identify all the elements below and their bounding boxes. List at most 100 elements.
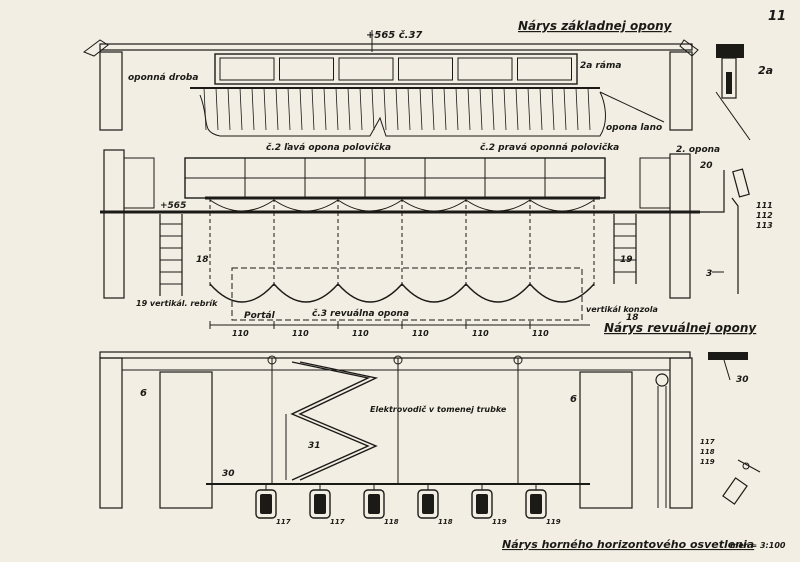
- portal-outline: [231, 267, 583, 321]
- left-ladder: [159, 214, 183, 296]
- pleat-line: [563, 87, 567, 131]
- pleat-line: [539, 87, 543, 131]
- right-roof-bracket: [679, 39, 699, 57]
- label-19-right: 19: [620, 255, 633, 265]
- lamp-label: 119: [546, 518, 561, 526]
- rope-label: opona lano: [606, 123, 662, 133]
- frame-panel: [219, 57, 275, 81]
- upper-swag: [337, 199, 403, 212]
- detail-20-block: [732, 168, 750, 198]
- pipe-frame-dividers: [244, 158, 546, 198]
- frame-label: 2a ráma: [580, 61, 621, 71]
- upper-swag: [529, 199, 595, 212]
- hanger-pulley: [393, 355, 403, 365]
- frame-panels: [219, 57, 572, 81]
- label-6-left: 6: [140, 388, 147, 399]
- section-top: +565 č.37 Nárys základnej opony oponná d…: [82, 19, 773, 141]
- label-18-left: 18: [196, 255, 209, 265]
- height-mark: +565 č.37: [366, 29, 422, 41]
- revue-curtain-label: č.3 revuálna opona: [312, 308, 409, 319]
- lower-swag: [465, 283, 531, 303]
- pleat-line: [335, 87, 339, 131]
- left-wall: [99, 357, 123, 509]
- left-wall: [103, 149, 125, 299]
- lower-swag: [529, 283, 595, 303]
- detail-20-label: 20: [700, 161, 713, 171]
- detail-core: [726, 72, 732, 94]
- dimension-value: 110: [352, 329, 369, 338]
- curtain-frame: [214, 53, 578, 85]
- label-30-right: 30: [736, 375, 749, 385]
- right-ladder: [613, 214, 637, 284]
- pleat-line: [395, 87, 399, 131]
- frame-panel: [398, 57, 453, 81]
- pleat-line: [431, 87, 435, 131]
- left-gallery: [123, 157, 155, 209]
- pleat-line: [575, 87, 579, 131]
- mid-height-mark: +565: [160, 201, 186, 211]
- detail-20-rail: [700, 170, 725, 213]
- pleat-line: [515, 87, 519, 131]
- frame-panel: [517, 57, 572, 81]
- left-flat: [159, 371, 213, 509]
- pleat-line: [587, 87, 591, 131]
- pleat-line: [383, 87, 387, 131]
- label-18-right: 18: [626, 313, 639, 323]
- curtain-rope: [599, 91, 665, 123]
- main-curtain-label: 2. opona: [676, 145, 720, 155]
- curtain-hem: [199, 91, 606, 137]
- right-gallery: [639, 157, 671, 209]
- detail-20: 20 3 111 112 113: [700, 161, 773, 294]
- pleat-line: [407, 87, 411, 131]
- detail-hanger: [723, 359, 731, 381]
- scale-label: mer = 3:100: [730, 541, 786, 550]
- upper-swag: [273, 199, 339, 212]
- detail-117-label: 117: [700, 438, 715, 446]
- cable-label: Elektrovodič v tomenej trubke: [370, 404, 507, 414]
- batten-hangers: [267, 355, 523, 484]
- pleat-line: [215, 87, 219, 131]
- right-wall: [669, 357, 693, 509]
- pleat-line: [227, 87, 231, 131]
- counterweight-detail: [655, 352, 761, 508]
- lamp-lens: [260, 494, 272, 514]
- label-31: 31: [308, 441, 321, 451]
- ceiling-beam: [99, 351, 691, 359]
- detail-2a: 2a: [715, 44, 773, 141]
- right-wall: [669, 153, 691, 299]
- pleat-line: [551, 87, 555, 131]
- lamp-lens: [368, 494, 380, 514]
- lamp-lens: [530, 494, 542, 514]
- left-ladder-label: 19 vertikál. rebrík: [136, 299, 218, 308]
- lamp-label: 119: [492, 518, 507, 526]
- upper-swag: [401, 199, 467, 212]
- lamp-label: 117: [276, 518, 291, 526]
- pleat-line: [503, 87, 507, 131]
- right-flat: [579, 371, 633, 509]
- upper-swag: [209, 199, 275, 212]
- lamp-body: [471, 489, 493, 519]
- detail-119-label: 119: [700, 458, 715, 466]
- detail-113-label: 113: [756, 221, 773, 230]
- revue-curtain-swags: [209, 199, 595, 303]
- pleat-line: [455, 87, 459, 131]
- cable-zigzag-b: [298, 361, 379, 481]
- lower-swag: [209, 283, 275, 303]
- page-number: 11: [768, 9, 786, 24]
- detail-pivot: [742, 462, 750, 470]
- label-6-right: 6: [570, 394, 577, 405]
- pleat-line: [203, 87, 207, 131]
- lamp-lens: [422, 494, 434, 514]
- lamp-label: 118: [438, 518, 453, 526]
- curtain-pleats: [203, 87, 591, 131]
- right-console-label: vertikál konzola: [586, 305, 658, 314]
- pleat-line: [239, 87, 243, 131]
- pleat-line: [299, 87, 303, 131]
- detail-block: [716, 44, 744, 58]
- detail-chain: [731, 197, 739, 294]
- lamp-body: [363, 489, 385, 519]
